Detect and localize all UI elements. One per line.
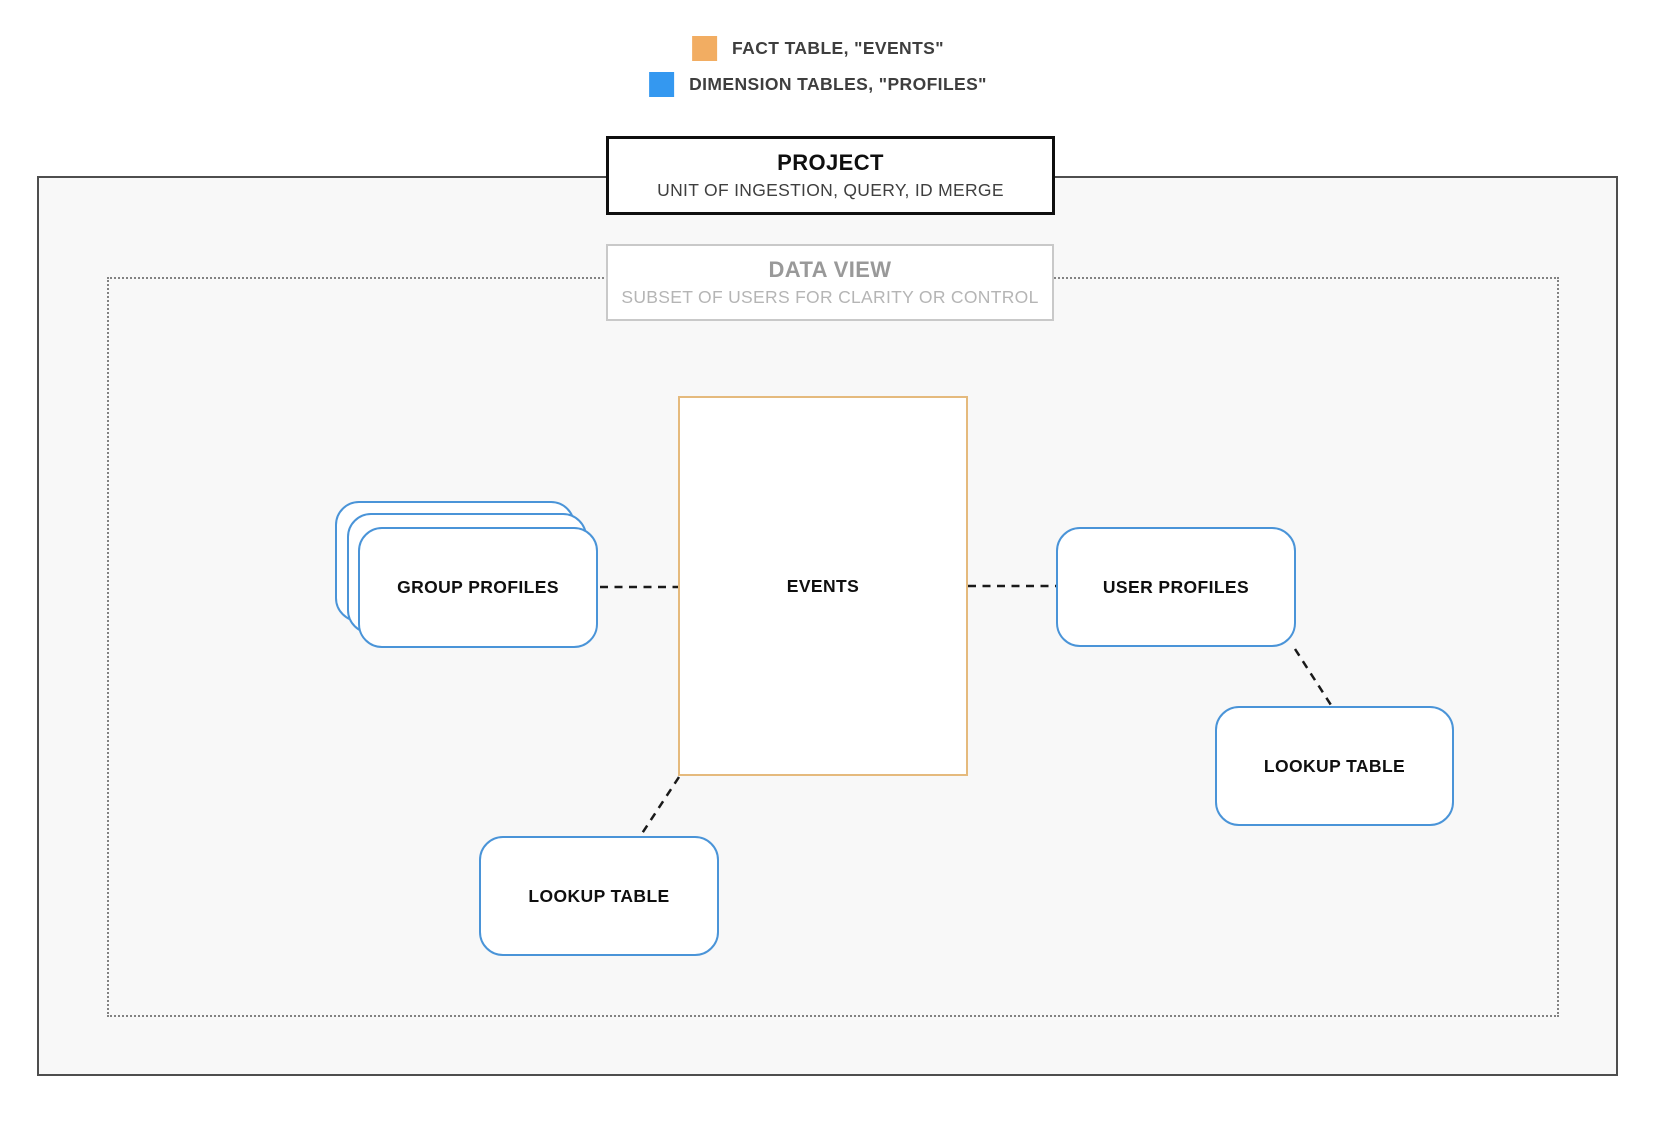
events-label: EVENTS: [786, 575, 860, 596]
lookup-table-bottom-label: LOOKUP TABLE: [528, 885, 670, 906]
lookup-table-right-node: LOOKUP TABLE: [1215, 706, 1454, 826]
legend-label-dimension-tables: DIMENSION TABLES, "PROFILES": [689, 74, 987, 94]
lookup-table-bottom-node: LOOKUP TABLE: [479, 836, 719, 956]
data-view-title: DATA VIEW: [768, 256, 892, 282]
user-profiles-label: USER PROFILES: [1102, 576, 1250, 597]
group-profiles-node: GROUP PROFILES: [358, 527, 598, 648]
project-title: PROJECT: [777, 149, 884, 175]
data-view-box: DATA VIEW SUBSET OF USERS FOR CLARITY OR…: [606, 244, 1054, 321]
project-subtitle: UNIT OF INGESTION, QUERY, ID MERGE: [657, 179, 1004, 200]
group-profiles-label: GROUP PROFILES: [397, 577, 559, 597]
lookup-table-right-label: LOOKUP TABLE: [1263, 755, 1406, 776]
user-profiles-node: USER PROFILES: [1056, 527, 1296, 647]
dimension-tables-swatch-icon: [649, 72, 675, 97]
legend: FACT TABLE, "EVENTS" DIMENSION TABLES, "…: [649, 36, 987, 97]
legend-item-fact-table: FACT TABLE, "EVENTS": [692, 36, 944, 61]
legend-item-dimension-tables: DIMENSION TABLES, "PROFILES": [649, 72, 987, 97]
events-node: EVENTS: [678, 396, 968, 776]
fact-table-swatch-icon: [692, 36, 718, 61]
data-view-subtitle: SUBSET OF USERS FOR CLARITY OR CONTROL: [621, 286, 1039, 307]
project-box: PROJECT UNIT OF INGESTION, QUERY, ID MER…: [606, 136, 1055, 215]
legend-label-fact-table: FACT TABLE, "EVENTS": [732, 38, 944, 58]
